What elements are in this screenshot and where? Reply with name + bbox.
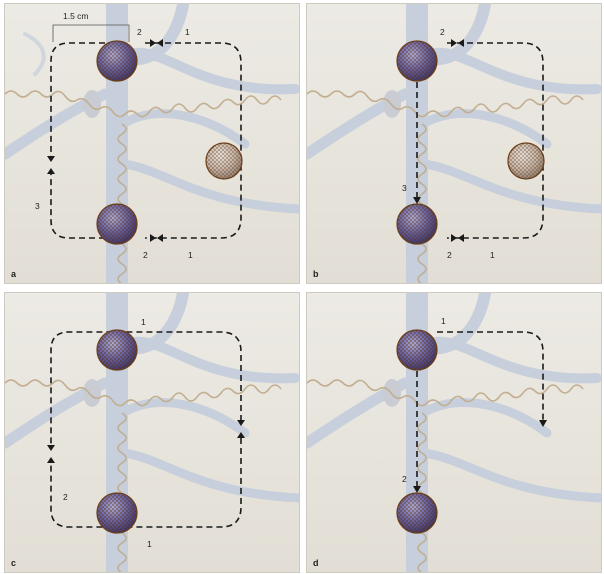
lymph-node: [83, 379, 101, 407]
port-bottom: [96, 492, 138, 534]
label-bottom-1: 1: [188, 250, 193, 260]
dashed-catheter-route: [416, 42, 544, 239]
label-mid-3: 3: [402, 183, 407, 193]
port-bottom: [396, 492, 438, 534]
port-bottom: [96, 203, 138, 245]
panel-a: 1.5 cm 2 1 3 2 1 a: [4, 3, 300, 284]
panel-c: 1 2 1 c: [4, 292, 300, 573]
nerve-fibers: [5, 379, 282, 572]
dashed-catheter-route: [50, 331, 242, 528]
direction-arrows: [47, 420, 245, 463]
direction-arrows: [413, 420, 547, 493]
port-bottom: [396, 203, 438, 245]
vessel-network: [307, 293, 601, 572]
panel-label-d: d: [313, 558, 319, 568]
panel-b-illustration: [307, 4, 601, 283]
label-mid-2: 2: [402, 474, 407, 484]
scale-bar: [52, 24, 130, 42]
port-top: [96, 40, 138, 82]
label-top-1: 1: [185, 27, 190, 37]
direction-arrows: [413, 39, 464, 242]
label-top-2: 2: [440, 27, 445, 37]
panel-d-illustration: [307, 293, 601, 572]
nerve-fibers: [5, 90, 282, 283]
label-bottom-1: 1: [147, 539, 152, 549]
direction-arrows: [47, 39, 163, 242]
dashed-catheter-route: [416, 331, 544, 489]
lymph-node: [83, 90, 101, 118]
port-top: [396, 329, 438, 371]
port-side-pale: [507, 142, 545, 180]
label-bottom-2: 2: [143, 250, 148, 260]
nerve-fibers: [307, 379, 584, 572]
panel-label-b: b: [313, 269, 319, 279]
panel-d: 1 2 d: [306, 292, 602, 573]
dashed-catheter-route: [50, 42, 242, 239]
panel-b: 2 3 2 1 b: [306, 3, 602, 284]
label-top-1: 1: [141, 317, 146, 327]
port-side-pale: [205, 142, 243, 180]
vessel-network: [5, 293, 299, 572]
label-bottom-2: 2: [447, 250, 452, 260]
panel-label-a: a: [11, 269, 17, 279]
label-bottom-1: 1: [490, 250, 495, 260]
port-top: [96, 329, 138, 371]
scale-label: 1.5 cm: [63, 11, 89, 21]
vessel-network: [307, 4, 601, 283]
panel-a-illustration: [5, 4, 299, 283]
label-left-3: 3: [35, 201, 40, 211]
nerve-fibers: [307, 90, 584, 283]
label-top-1: 1: [441, 316, 446, 326]
port-top: [396, 40, 438, 82]
label-left-2: 2: [63, 492, 68, 502]
vessel-network: [5, 4, 299, 283]
panel-c-illustration: [5, 293, 299, 572]
panel-label-c: c: [11, 558, 17, 568]
label-top-2: 2: [137, 27, 142, 37]
